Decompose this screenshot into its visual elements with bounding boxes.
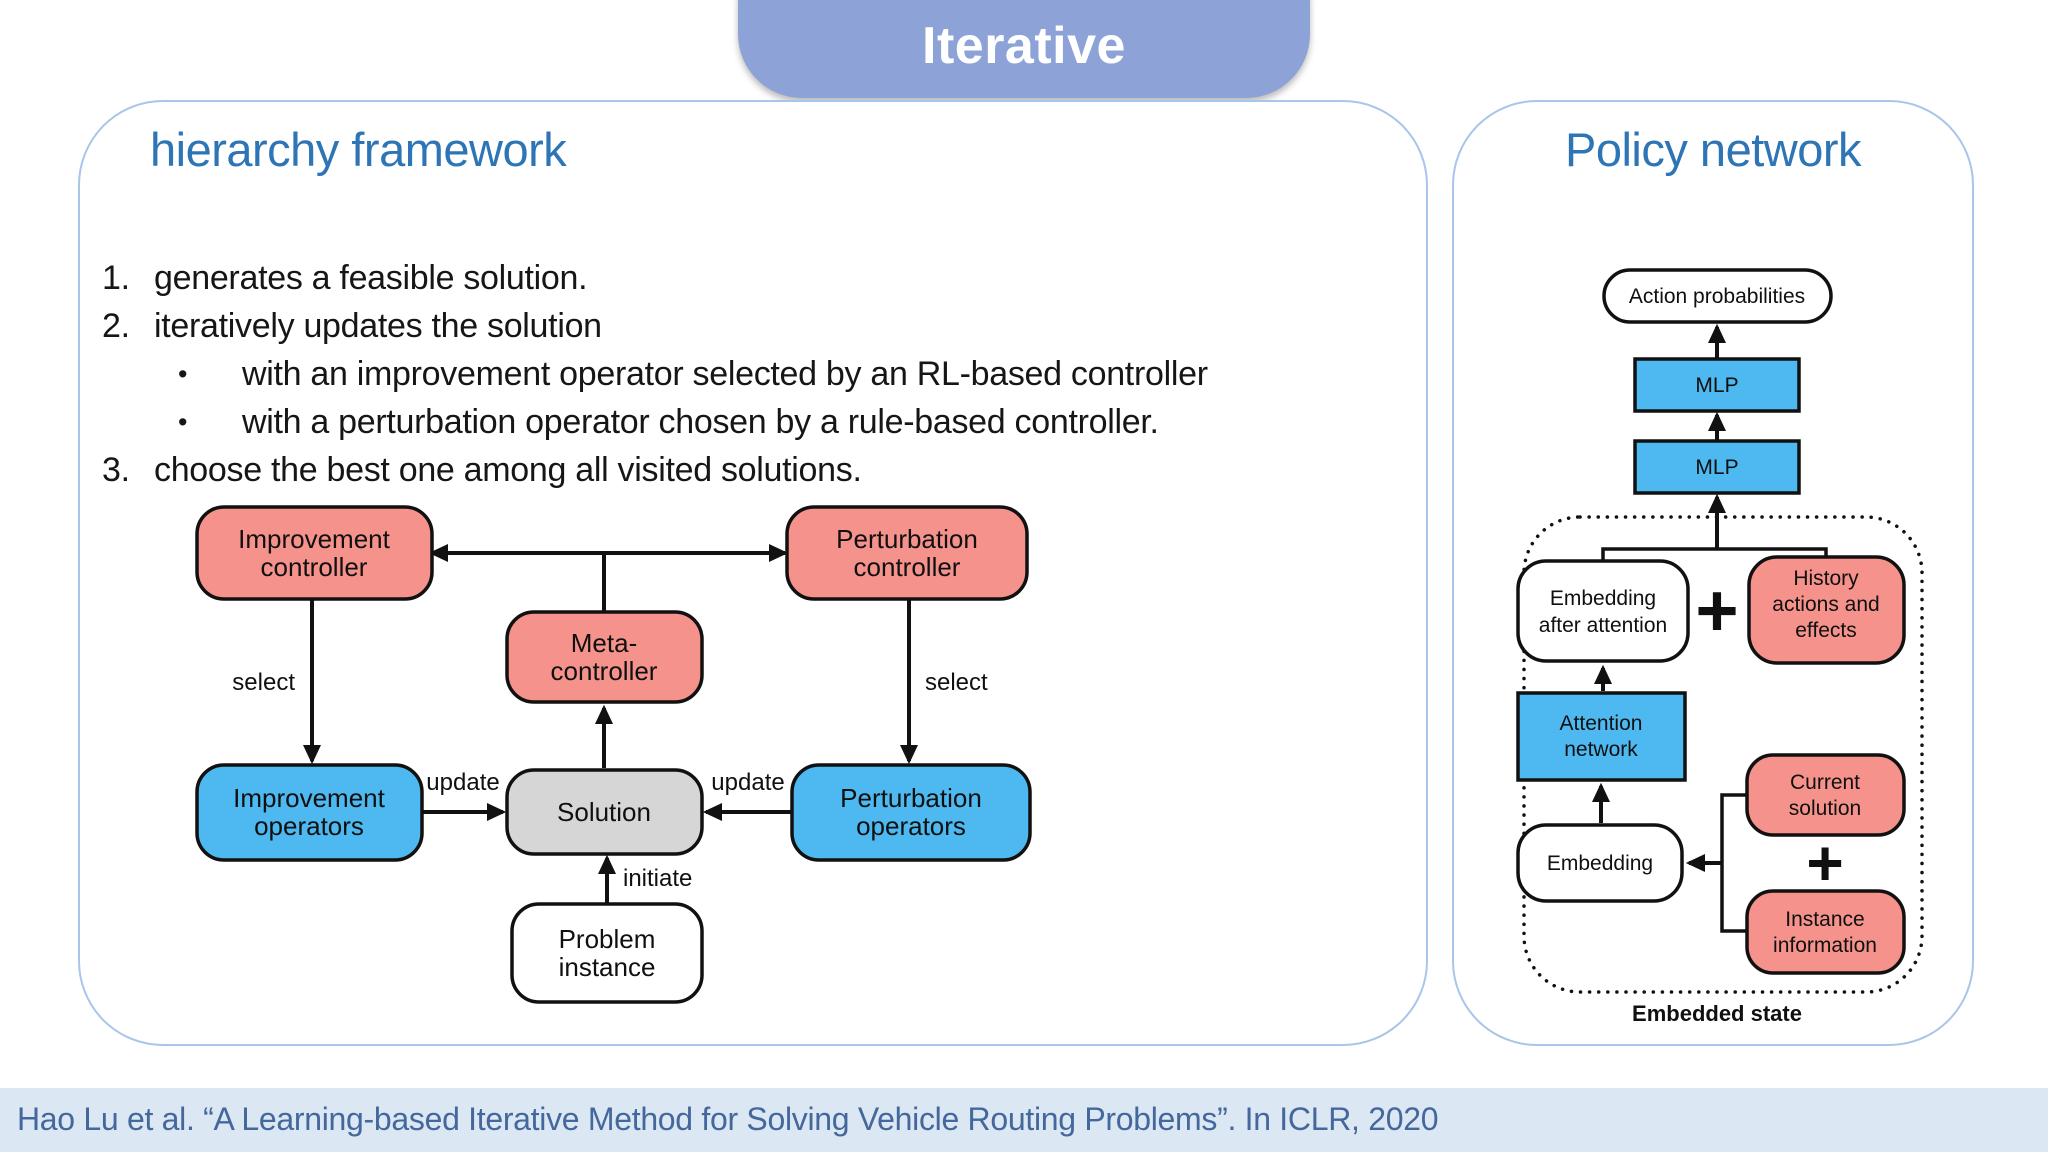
svg-text:after attention: after attention xyxy=(1539,614,1667,637)
list-text: with an improvement operator selected by… xyxy=(242,355,1208,393)
label-update-right: update xyxy=(711,769,784,796)
svg-text:Improvement: Improvement xyxy=(238,524,390,554)
svg-text:Meta-: Meta- xyxy=(571,628,637,658)
embedded-state-container xyxy=(1522,515,1924,994)
embedding-box: Embedding xyxy=(1516,823,1684,903)
label-select-left: select xyxy=(232,669,295,696)
policy-network-panel: Policy network Action probabilities xyxy=(1452,100,1974,1046)
list-text: iteratively updates the solution xyxy=(154,307,602,345)
svg-text:MLP: MLP xyxy=(1695,374,1738,397)
improvement-operators-box: Improvement operators xyxy=(195,763,424,862)
meta-controller-box: Meta- controller xyxy=(505,610,704,704)
svg-text:controller: controller xyxy=(854,552,961,582)
embedding-after-attention-box: Embedding after attention xyxy=(1516,559,1690,663)
history-actions-box: History actions and effects xyxy=(1747,555,1906,665)
svg-text:Embedding: Embedding xyxy=(1550,587,1656,610)
connector-concat-bottom xyxy=(1720,793,1747,933)
svg-text:Action probabilities: Action probabilities xyxy=(1629,285,1805,308)
svg-text:solution: solution xyxy=(1789,797,1861,820)
citation-bar: Hao Lu et al. “A Learning-based Iterativ… xyxy=(0,1088,2048,1152)
plus-icon: + xyxy=(1806,827,1843,899)
left-panel-heading: hierarchy framework xyxy=(150,123,567,176)
list-item: 1. generates a feasible solution. xyxy=(102,254,1402,302)
connector-concat-top xyxy=(1601,547,1828,561)
svg-text:instance: instance xyxy=(559,952,656,982)
svg-text:History: History xyxy=(1793,567,1859,590)
perturbation-controller-box: Perturbation controller xyxy=(785,505,1029,601)
svg-text:Current: Current xyxy=(1790,771,1860,794)
svg-text:operators: operators xyxy=(254,811,364,841)
list-text: choose the best one among all visited so… xyxy=(154,451,862,489)
label-initiate: initiate xyxy=(623,865,692,892)
list-marker: 2. xyxy=(102,307,130,345)
embedded-state-label: Embedded state xyxy=(1632,1001,1802,1026)
svg-text:Attention: Attention xyxy=(1560,712,1643,735)
svg-text:controller: controller xyxy=(551,656,658,686)
bullet-icon: • xyxy=(178,407,188,437)
list-marker: 1. xyxy=(102,259,130,297)
instance-information-box: Instance information xyxy=(1745,889,1906,975)
svg-text:Perturbation: Perturbation xyxy=(836,524,978,554)
title-badge: Iterative xyxy=(738,0,1310,98)
svg-text:Problem: Problem xyxy=(559,924,656,954)
attention-network-box: Attention network xyxy=(1516,691,1687,782)
list-marker: 3. xyxy=(102,451,130,489)
svg-text:information: information xyxy=(1773,934,1877,957)
citation-text: Hao Lu et al. “A Learning-based Iterativ… xyxy=(17,1101,1439,1137)
label-select-right: select xyxy=(925,669,988,696)
svg-text:Perturbation: Perturbation xyxy=(840,783,982,813)
svg-text:controller: controller xyxy=(261,552,368,582)
list-item: 2. iteratively updates the solution xyxy=(102,302,1402,350)
list-item: • with a perturbation operator chosen by… xyxy=(178,398,1402,446)
plus-icon: + xyxy=(1695,569,1738,652)
svg-text:effects: effects xyxy=(1795,619,1856,642)
improvement-controller-box: Improvement controller xyxy=(195,505,434,601)
problem-instance-box: Problem instance xyxy=(510,902,704,1004)
bullet-icon: • xyxy=(178,359,188,389)
svg-text:Solution: Solution xyxy=(557,797,651,827)
svg-text:operators: operators xyxy=(856,811,966,841)
hierarchy-framework-panel: hierarchy framework 1. generates a feasi… xyxy=(78,100,1428,1046)
label-update-left: update xyxy=(426,769,499,796)
svg-text:actions and: actions and xyxy=(1772,593,1879,616)
svg-text:MLP: MLP xyxy=(1695,456,1738,479)
steps-list: 1. generates a feasible solution. 2. ite… xyxy=(102,254,1402,494)
hierarchy-framework-diagram: select select update update initiate Imp… xyxy=(195,505,1032,1004)
solution-box: Solution xyxy=(505,768,704,856)
right-panel-heading: Policy network xyxy=(1565,123,1862,176)
svg-text:Embedding: Embedding xyxy=(1547,852,1653,875)
mlp-top-box: MLP xyxy=(1633,357,1801,413)
policy-network-diagram: Action probabilities MLP MLP Embedding a… xyxy=(1516,268,1924,1026)
list-text: with a perturbation operator chosen by a… xyxy=(242,403,1159,441)
svg-text:Improvement: Improvement xyxy=(233,783,385,813)
svg-text:Instance: Instance xyxy=(1785,908,1864,931)
list-item: • with an improvement operator selected … xyxy=(178,350,1402,398)
current-solution-box: Current solution xyxy=(1745,753,1906,837)
svg-text:network: network xyxy=(1564,738,1638,761)
action-probabilities-box: Action probabilities xyxy=(1602,268,1833,324)
list-text: generates a feasible solution. xyxy=(154,259,588,297)
list-item: 3. choose the best one among all visited… xyxy=(102,446,1402,494)
mlp-bottom-box: MLP xyxy=(1633,439,1801,495)
title-badge-label: Iterative xyxy=(922,17,1126,75)
perturbation-operators-box: Perturbation operators xyxy=(790,763,1032,862)
